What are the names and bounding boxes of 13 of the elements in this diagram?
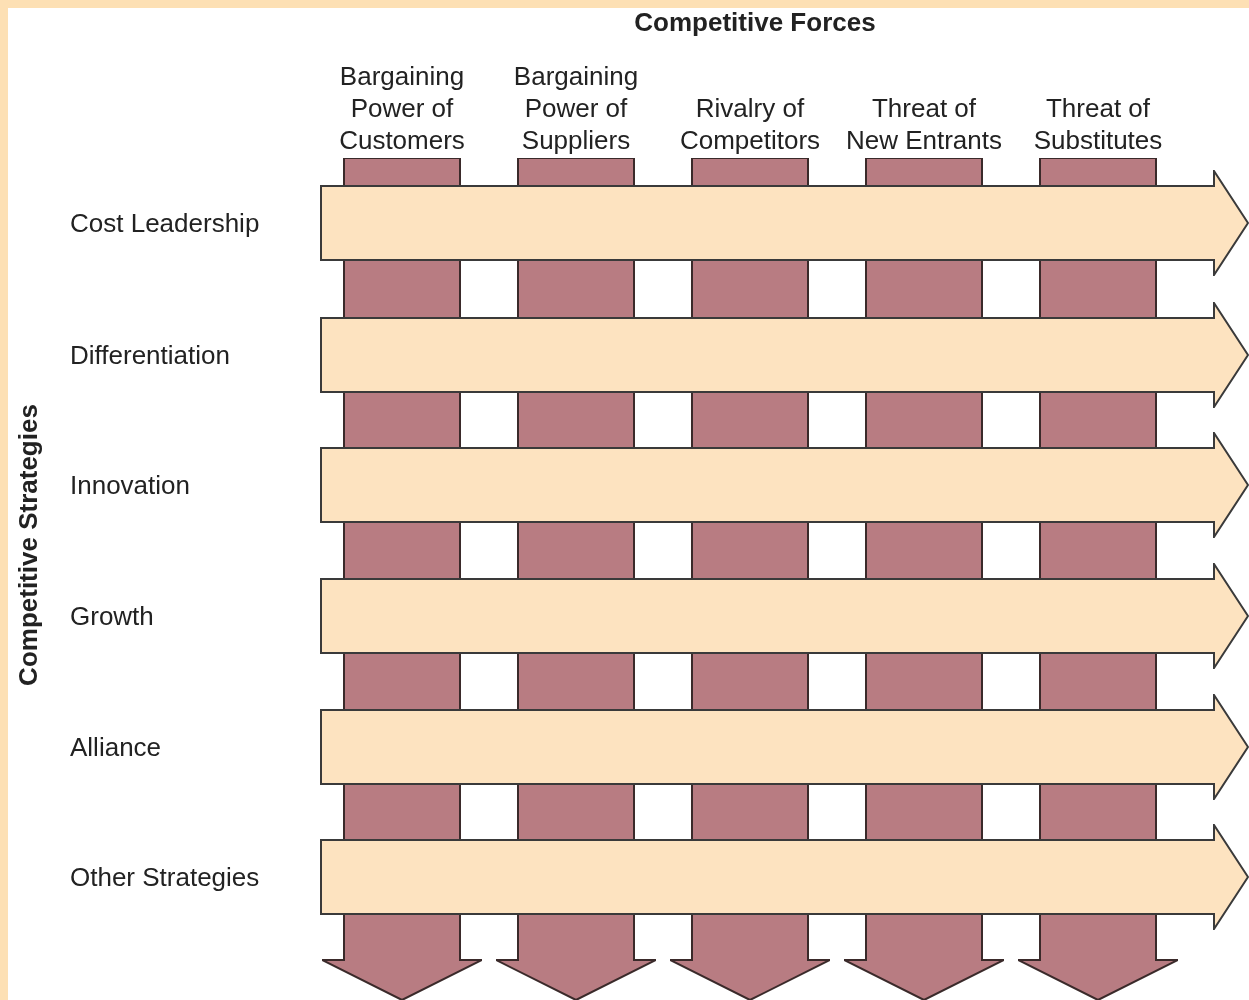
strategy-label: Innovation xyxy=(70,469,191,501)
force-header: Threat of Substitutes xyxy=(1032,92,1164,156)
axis-label: Competitive Strategies xyxy=(13,403,43,688)
strategy-label: Growth xyxy=(70,600,155,632)
force-header: Threat of New Entrants xyxy=(844,92,1004,156)
force-header: Bargaining Power of Suppliers xyxy=(512,60,640,156)
strategy-label: Cost Leadership xyxy=(70,207,261,239)
force-header: Rivalry of Competitors xyxy=(678,92,822,156)
strategy-label: Other Strategies xyxy=(70,861,261,893)
force-header: Bargaining Power of Customers xyxy=(338,60,466,156)
title: Competitive Forces xyxy=(633,6,877,38)
strategy-label: Differentiation xyxy=(70,339,231,371)
strategy-label: Alliance xyxy=(70,731,163,763)
